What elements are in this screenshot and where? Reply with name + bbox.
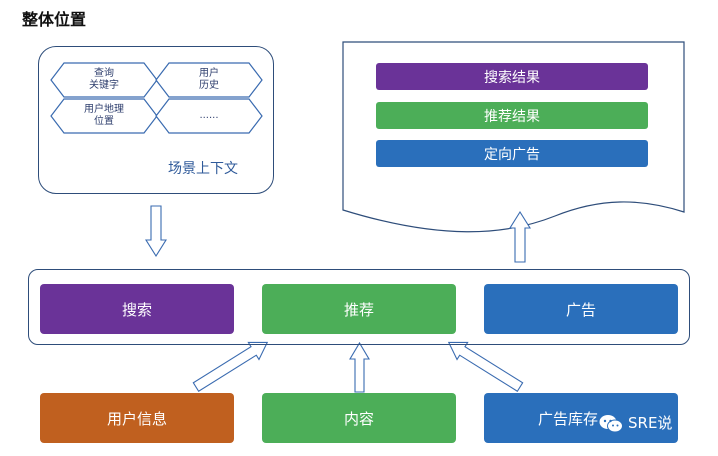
context-item-more: ...... [155,98,263,134]
hexagon-shape [50,98,158,134]
source-ad-inventory-label: 广告库存 [537,409,598,428]
module-recommend: 推荐 [262,284,456,334]
context-item-line1: ...... [199,110,219,121]
page-title: 整体位置 [22,10,87,29]
context-item-line2: 关键字 [89,80,119,91]
watermark-text: SRE说 [628,414,673,432]
module-ads: 广告 [484,284,678,334]
wechat-icon [599,414,623,432]
source-user-info: 用户信息 [40,393,234,443]
context-item-line1: 用户 [199,68,219,79]
watermark: SRE说 [598,412,672,433]
module-search: 搜索 [40,284,234,334]
arrow-diagonal-icon [447,341,524,392]
hexagon-shape [155,98,263,134]
source-content: 内容 [262,393,456,443]
context-item-query-keyword: 查询 关键字 [50,62,158,98]
scene-context-label: 场景上下文 [168,161,238,177]
context-item-line1: 用户地理 [84,104,124,115]
source-ad-inventory: 广告库存 [484,393,678,443]
result-bar-targeted-ads: 定向广告 [376,140,648,167]
arrow-down-icon [145,205,167,258]
arrow-diagonal-icon [192,341,269,392]
arrow-up-icon [349,341,370,393]
context-item-line2: 位置 [94,116,114,127]
result-bar-search: 搜索结果 [376,63,648,90]
context-item-line2: 历史 [199,80,219,91]
module-container [28,269,690,345]
scene-context-box [38,46,274,194]
hexagon-shape [155,62,263,98]
context-item-user-history: 用户 历史 [155,62,263,98]
context-item-user-location: 用户地理 位置 [50,98,158,134]
result-bar-recommend: 推荐结果 [376,102,648,129]
context-item-line1: 查询 [94,68,114,79]
hexagon-shape [50,62,158,98]
arrow-up-icon [509,210,531,263]
